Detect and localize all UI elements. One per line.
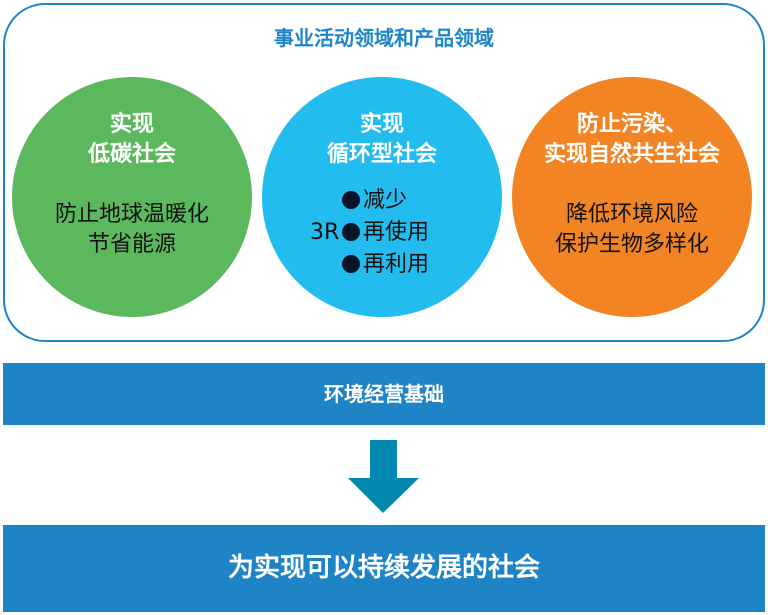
recycling-society-circle: 实现 循环型社会 3R 减少 再使用 再利用 [262, 77, 502, 317]
circle-title-line: 实现 [109, 112, 154, 137]
down-arrow-icon [348, 440, 419, 513]
foundation-bar: 环境经营基础 [3, 363, 765, 425]
3r-list: 减少 再使用 再利用 [342, 185, 429, 281]
circle-title-line: 循环型社会 [326, 142, 437, 167]
low-carbon-society-circle: 实现 低碳社会 防止地球温暖化 节省能源 [12, 77, 252, 317]
circle-body-line: 降低环境风险 [565, 202, 698, 227]
circle-title-line: 实现自然共生社会 [543, 142, 720, 167]
3r-label: 3R [310, 220, 340, 245]
bullet-icon [342, 255, 360, 273]
business-area-frame [3, 3, 765, 342]
circle-title-line: 防止污染、 [576, 112, 687, 137]
circle-body-line: 防止地球温暖化 [54, 202, 209, 227]
bullet-icon [342, 223, 360, 241]
bullet-icon [342, 191, 360, 209]
list-item: 再利用 [342, 249, 429, 281]
circle-title-line: 实现 [359, 112, 404, 137]
circle-body-line: 节省能源 [87, 232, 176, 257]
circle-title-line: 低碳社会 [87, 142, 176, 167]
nature-coexistence-society-circle: 防止污染、 实现自然共生社会 降低环境风险 保护生物多样化 [512, 77, 752, 317]
list-item: 再使用 [342, 217, 429, 249]
frame-title: 事业活动领域和产品领域 [274, 26, 494, 50]
goal-bar: 为实现可以持续发展的社会 [3, 525, 765, 612]
circle-body-line: 保护生物多样化 [554, 232, 709, 257]
list-item: 减少 [342, 185, 429, 217]
